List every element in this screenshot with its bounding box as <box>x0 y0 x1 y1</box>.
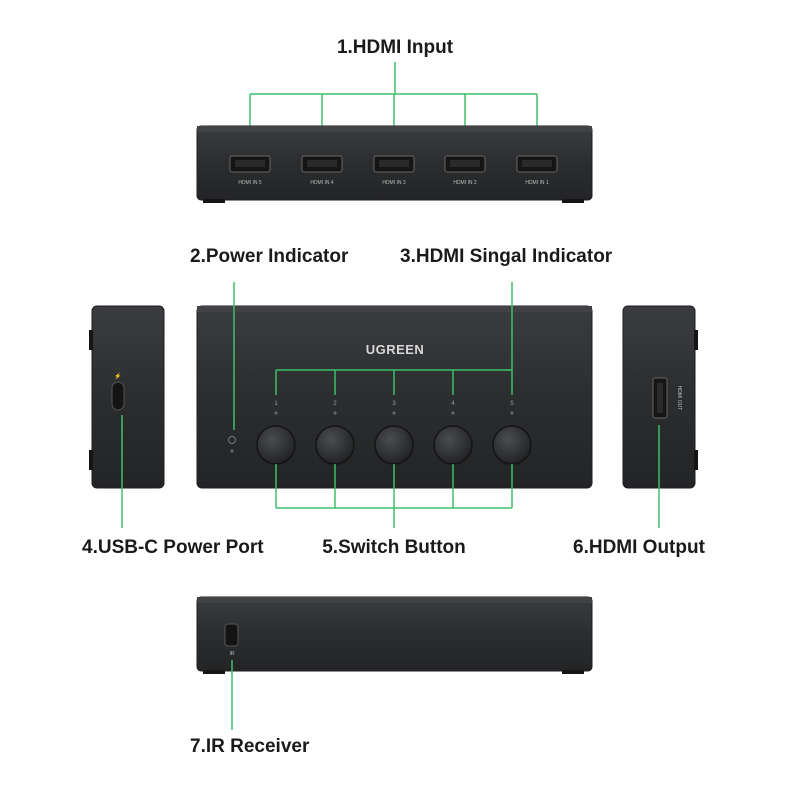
hdmi-port-inner <box>379 160 409 167</box>
device-ir-side-view: IR <box>196 596 593 674</box>
callout-power-indicator: 2.Power Indicator <box>190 246 349 267</box>
switch-button[interactable] <box>256 425 296 465</box>
switch-button[interactable] <box>433 425 473 465</box>
hdmi-input-port: HDMI IN 1 <box>516 155 558 186</box>
hdmi-port-inner <box>307 160 337 167</box>
signal-indicator-led <box>510 411 514 415</box>
lightning-icon: ⚡ <box>114 372 121 380</box>
middle-leader-lines <box>121 282 660 528</box>
hdmi-input-label: HDMI IN 5 <box>238 180 262 186</box>
switch-channels: 1 2 3 4 5 <box>256 401 532 465</box>
hdmi-output-label: HDMI OUT <box>676 386 682 411</box>
callout-usbc-power-port: 4.USB-C Power Port <box>82 537 264 558</box>
channel-number: 2 <box>333 401 337 407</box>
hdmi-input-port: HDMI IN 4 <box>301 155 343 186</box>
callout-switch-button: 5.Switch Button <box>322 537 466 558</box>
hdmi-input-port: HDMI IN 3 <box>373 155 415 186</box>
switch-channel: 5 <box>492 401 532 465</box>
hdmi-input-label: HDMI IN 1 <box>525 180 549 186</box>
channel-number: 1 <box>274 401 278 407</box>
callout-hdmi-input: 1.HDMI Input <box>337 37 454 58</box>
hdmi-input-label: HDMI IN 4 <box>310 180 334 186</box>
hdmi-output-port-icon <box>652 377 668 419</box>
callout-ir-receiver: 7.IR Receiver <box>190 736 310 757</box>
hdmi-input-label: HDMI IN 3 <box>382 180 406 186</box>
brand-logo: UGREEN <box>366 342 425 357</box>
signal-indicator-led <box>451 411 455 415</box>
signal-indicator-led <box>274 411 278 415</box>
hdmi-input-leader-lines <box>249 62 538 148</box>
switch-button[interactable] <box>492 425 532 465</box>
device-right-side-view: HDMI OUT <box>622 305 698 489</box>
hdmi-input-port: HDMI IN 2 <box>444 155 486 186</box>
ir-receiver-window-icon <box>224 623 239 647</box>
hdmi-input-port: HDMI IN 5 <box>229 155 271 186</box>
power-indicator-led <box>230 449 234 453</box>
usbc-port-icon <box>111 381 125 411</box>
hdmi-input-label: HDMI IN 2 <box>453 180 477 186</box>
power-symbol-icon <box>228 436 236 444</box>
signal-indicator-led <box>333 411 337 415</box>
channel-number: 4 <box>451 401 455 407</box>
device-left-side-view: ⚡ <box>89 305 165 489</box>
hdmi-port-inner <box>522 160 552 167</box>
hdmi-port-inner <box>450 160 480 167</box>
signal-indicator-led <box>392 411 396 415</box>
switch-button[interactable] <box>315 425 355 465</box>
channel-number: 5 <box>510 401 514 407</box>
callout-signal-indicator: 3.HDMI Singal Indicator <box>400 246 613 267</box>
hdmi-port-inner <box>235 160 265 167</box>
channel-number: 3 <box>392 401 396 407</box>
ir-label: IR <box>230 651 235 657</box>
switch-button[interactable] <box>374 425 414 465</box>
hdmi-input-ports: HDMI IN 5 HDMI IN 4 HDMI IN 3 HDMI IN 2 HDMI… <box>229 155 558 186</box>
callout-hdmi-output: 6.HDMI Output <box>573 537 706 558</box>
